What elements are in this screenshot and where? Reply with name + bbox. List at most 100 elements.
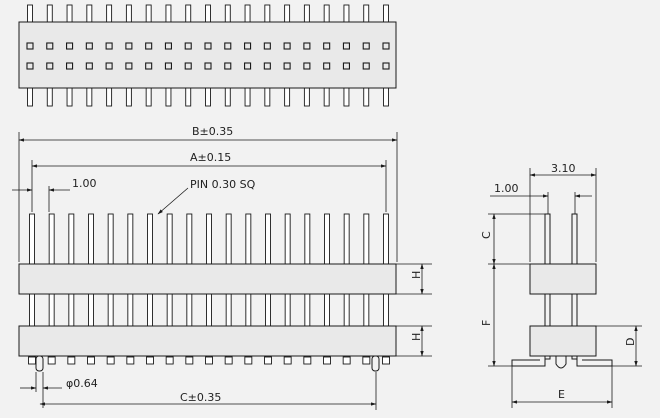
top-pin-upper <box>145 4 152 24</box>
pin-hole <box>145 42 153 50</box>
dim-b-label: B±0.35 <box>192 125 233 138</box>
top-pin-lower <box>244 87 251 107</box>
pin-hole <box>184 42 192 50</box>
pin-hole <box>244 42 252 50</box>
solder-pad <box>382 356 390 365</box>
top-pin-lower <box>205 87 211 107</box>
smt-foot-right <box>576 356 613 367</box>
top-pin-upper <box>363 4 370 24</box>
pin-hole <box>204 42 212 50</box>
pin-hole <box>263 62 271 70</box>
top-pin-lower <box>46 87 53 107</box>
top-pin-lower <box>284 87 291 107</box>
solder-pad <box>283 356 292 365</box>
pin-hole <box>164 42 172 50</box>
pin-hole <box>46 62 54 70</box>
pin-hole <box>362 62 370 70</box>
side-pitch-label: 1.00 <box>494 182 519 195</box>
top-pin-lower <box>145 87 152 107</box>
pin-hole <box>66 62 74 70</box>
pin-hole <box>342 62 350 70</box>
top-pin-upper <box>46 4 53 24</box>
pin-hole <box>342 42 350 50</box>
alignment-peg-left <box>35 355 44 372</box>
top-pin-upper <box>264 4 271 24</box>
pin-hole <box>26 42 34 50</box>
solder-pad <box>47 356 56 365</box>
top-pin-upper <box>106 4 113 24</box>
top-view-upper-pins <box>27 4 389 24</box>
pin-size-label: PIN 0.30 SQ <box>190 178 256 191</box>
pitch-label: 1.00 <box>72 177 97 190</box>
pin-hole <box>164 62 172 70</box>
side-lower-housing <box>529 325 597 357</box>
pin-hole <box>105 62 113 70</box>
top-pin-upper <box>27 4 33 24</box>
solder-pad <box>323 356 331 365</box>
solder-pad <box>185 356 194 365</box>
solder-pad <box>244 356 253 365</box>
pin-hole <box>323 42 331 50</box>
front-view-upper-housing <box>18 263 397 295</box>
top-pin-upper <box>205 4 211 24</box>
pin-hole <box>105 42 113 50</box>
pin-hole <box>303 42 311 50</box>
top-pin-lower <box>323 87 330 107</box>
top-pin-upper <box>244 4 251 24</box>
pin-hole <box>362 42 370 50</box>
dim-a-label: A±0.15 <box>190 151 231 164</box>
top-view-housing <box>18 21 397 89</box>
top-pin-lower <box>86 87 93 107</box>
top-view-pin-holes <box>26 42 390 70</box>
dim-c-label: C±0.35 <box>180 391 221 404</box>
front-view: B±0.35 A±0.15 1.00 PIN 0.30 SQ H H <box>12 125 432 410</box>
top-pin-upper <box>125 4 132 24</box>
solder-pad <box>106 356 115 365</box>
pin-hole <box>26 62 34 70</box>
side-peg <box>555 356 567 369</box>
solder-pad <box>165 356 174 365</box>
top-pin-lower <box>66 87 73 107</box>
smt-foot-left <box>511 356 546 367</box>
top-pin-upper <box>284 4 291 24</box>
solder-pad <box>87 356 95 365</box>
row-spacing-label: 3.10 <box>551 162 576 175</box>
top-view-lower-pins <box>27 87 389 107</box>
solder-pad <box>205 356 213 365</box>
solder-pad <box>342 356 351 365</box>
top-pin-lower <box>383 87 389 107</box>
peg-diameter-label: φ0.64 <box>66 377 98 390</box>
side-dim-f-label: F <box>480 320 493 326</box>
side-view: 3.10 1.00 C F D E <box>480 162 642 408</box>
alignment-peg-right <box>371 355 380 372</box>
top-pin-upper <box>185 4 192 24</box>
dim-h-lower-label: H <box>410 333 423 341</box>
top-pin-lower <box>303 87 310 107</box>
top-pin-lower <box>165 87 172 107</box>
solder-pad <box>264 356 272 365</box>
top-pin-upper <box>66 4 73 24</box>
solder-pad <box>362 356 371 365</box>
pin-hole <box>323 62 331 70</box>
top-pin-lower <box>27 87 33 107</box>
top-pin-lower <box>125 87 132 107</box>
pin-hole <box>66 42 74 50</box>
side-dim-e-label: E <box>558 388 565 401</box>
side-dim-c-label: C <box>480 231 493 239</box>
top-pin-upper <box>86 4 93 24</box>
top-pin-lower <box>224 87 231 107</box>
top-pin-lower <box>264 87 271 107</box>
top-pin-lower <box>106 87 113 107</box>
pin-size-leader <box>157 187 189 215</box>
front-view-lower-housing <box>18 325 397 357</box>
pin-hole <box>46 42 54 50</box>
pin-hole <box>382 42 390 50</box>
solder-pad <box>67 356 76 365</box>
pin-hole <box>125 42 133 50</box>
pin-hole <box>263 42 271 50</box>
pin-hole <box>303 62 311 70</box>
pin-hole <box>224 42 232 50</box>
pin-hole <box>244 62 252 70</box>
top-view <box>18 4 397 107</box>
top-pin-lower <box>363 87 370 107</box>
